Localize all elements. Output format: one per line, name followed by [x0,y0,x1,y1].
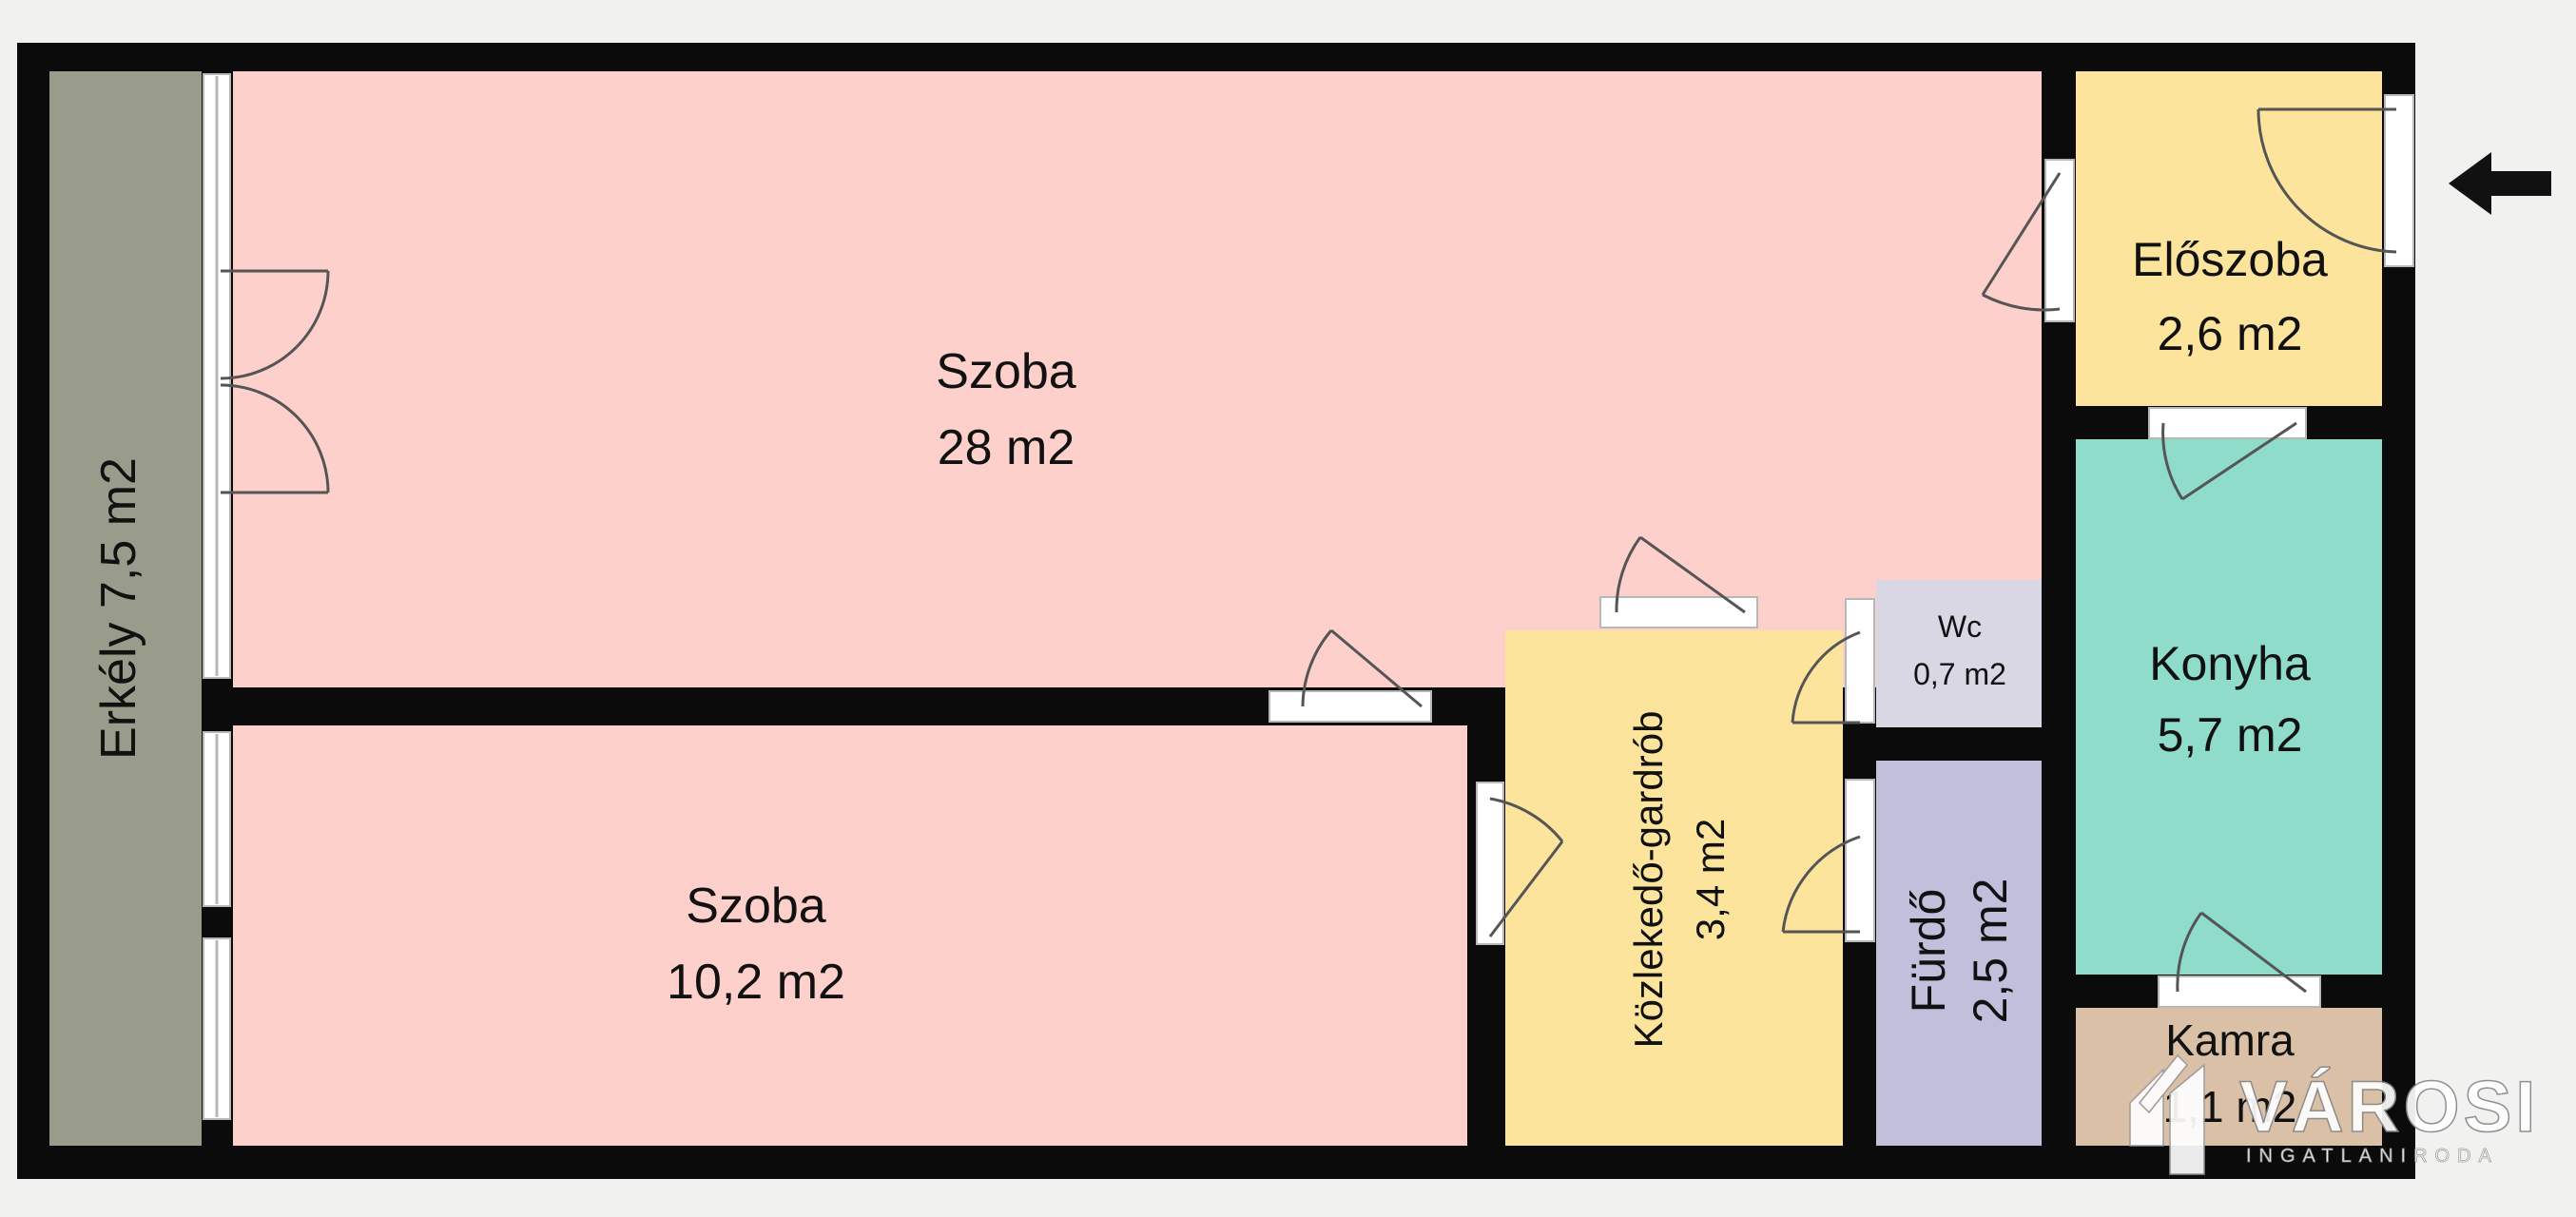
label-szoba-kicsi-area: 10,2 m2 [667,955,845,1010]
room-szoba-nagy [233,71,2042,687]
label-furdo-name: Fürdő [1902,889,1955,1014]
label-kamra-name: Kamra [2165,1015,2295,1065]
label-eloszoba-area: 2,6 m2 [2158,307,2303,360]
label-szoba-nagy: Szoba 28 m2 [936,344,1076,475]
label-erkely-name: Erkély [91,622,146,759]
label-furdo-area: 2,5 m2 [1964,879,2017,1024]
room-kamra [2076,1008,2382,1146]
label-wc: Wc 0,7 m2 [1913,609,2006,691]
room-szoba-kicsi [233,725,1467,1146]
label-szoba-kicsi-name: Szoba [686,879,826,934]
label-furdo: Fürdő 2,5 m2 [1902,879,2017,1024]
label-konyha-name: Konyha [2149,637,2311,690]
arrow-left-icon [2449,152,2551,215]
room-eloszoba [2076,71,2382,406]
label-erkely-area: 7,5 m2 [91,457,146,608]
room-kozlekedo [1505,630,1843,1146]
room-wc [1876,580,2042,727]
label-erkely: Erkély 7,5 m2 [91,457,146,760]
label-kozlekedo-name: Közlekedő-gardrób [1626,711,1671,1049]
label-eloszoba: Előszoba 2,6 m2 [2132,233,2328,360]
watermark-brand: VÁROSI [2239,1067,2539,1148]
door-swings [1301,107,2397,994]
label-wc-name: Wc [1938,609,1982,644]
label-eloszoba-name: Előszoba [2132,233,2328,286]
label-szoba-nagy-name: Szoba [936,344,1076,399]
label-wc-area: 0,7 m2 [1913,657,2006,691]
label-szoba-kicsi: Szoba 10,2 m2 [667,879,845,1010]
room-erkely [49,71,202,1146]
varosi-logo-icon [2129,1053,2205,1175]
label-konyha: Konyha 5,7 m2 [2149,637,2311,762]
watermark-sub: INGATLANIRODA [2246,1146,2499,1167]
svg-text:Erkély 7,5 m2: Erkély 7,5 m2 [91,457,146,760]
balcony-door [220,269,330,494]
room-konyha [2076,439,2382,975]
label-konyha-area: 5,7 m2 [2158,708,2303,762]
watermark: VÁROSI INGATLANIRODA [2129,1053,2539,1175]
label-kozlekedo-area: 3,4 m2 [1688,819,1733,940]
label-kozlekedo: Közlekedő-gardrób 3,4 m2 [1626,711,1733,1049]
door-openings [1269,94,2414,1008]
room-furdo [1876,761,2042,1146]
label-szoba-nagy-area: 28 m2 [938,420,1075,475]
